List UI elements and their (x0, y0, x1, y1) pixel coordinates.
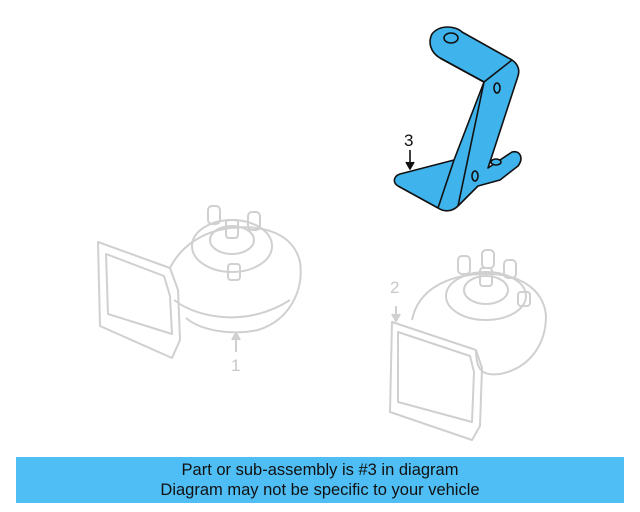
banner-line-1: Part or sub-assembly is #3 in diagram (181, 461, 459, 479)
horn-2-illustration (389, 249, 547, 441)
callout-1: 1 (231, 356, 240, 375)
horn-1-illustration (97, 205, 302, 359)
callout-2: 2 (390, 278, 399, 297)
banner-line-2: Diagram may not be specific to your vehi… (160, 481, 480, 499)
info-banner: Part or sub-assembly is #3 in diagram Di… (16, 457, 624, 503)
bracket-3-illustration (393, 26, 522, 212)
callout-3: 3 (404, 131, 413, 150)
parts-diagram: 1 2 3 (97, 26, 547, 441)
